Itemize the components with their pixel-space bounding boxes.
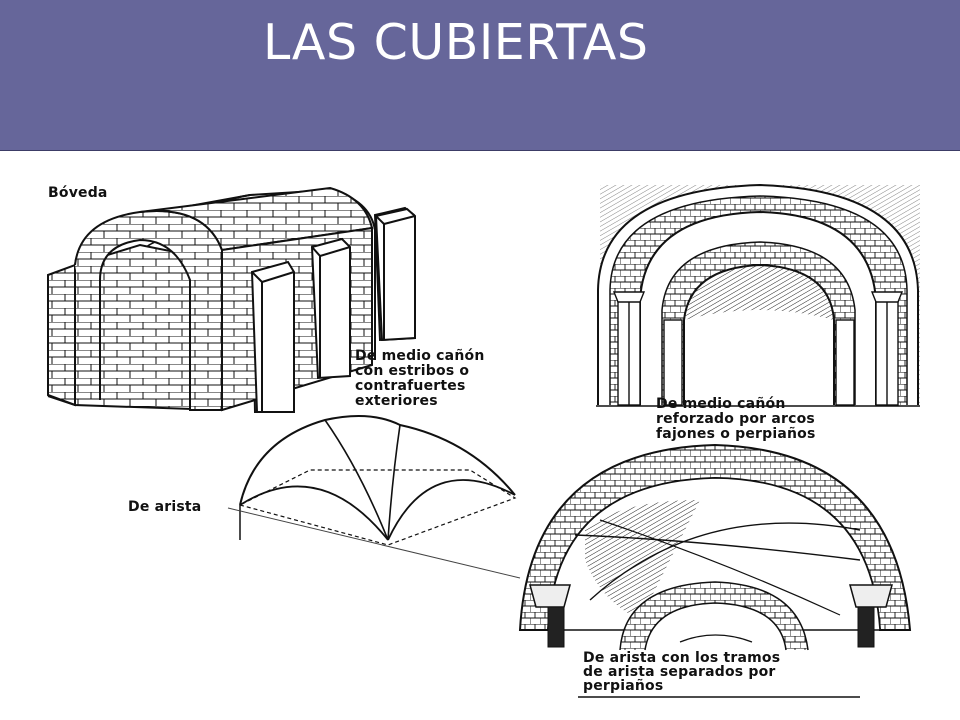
groin-vault-drawing [227, 415, 521, 579]
barrel-vault-buttressed-drawing [47, 186, 416, 413]
title-bar: LAS CUBIERTAS [0, 0, 960, 151]
label-canon-estribos: De medio cañón con estribos o contrafuer… [355, 348, 485, 409]
label-canon-reforzado: De medio cañón reforzado por arcos fajon… [656, 396, 816, 442]
label-arista: De arista [128, 499, 202, 515]
slide-title: LAS CUBIERTAS [263, 14, 649, 71]
barrel-vault-reinforced-drawing [596, 183, 920, 407]
groin-vault-perpianos-drawing [518, 443, 912, 698]
figure-heading: Bóveda [48, 185, 108, 201]
vault-illustration [47, 183, 920, 698]
label-arista-tramos: De arista con los tramos de arista separ… [583, 650, 781, 694]
